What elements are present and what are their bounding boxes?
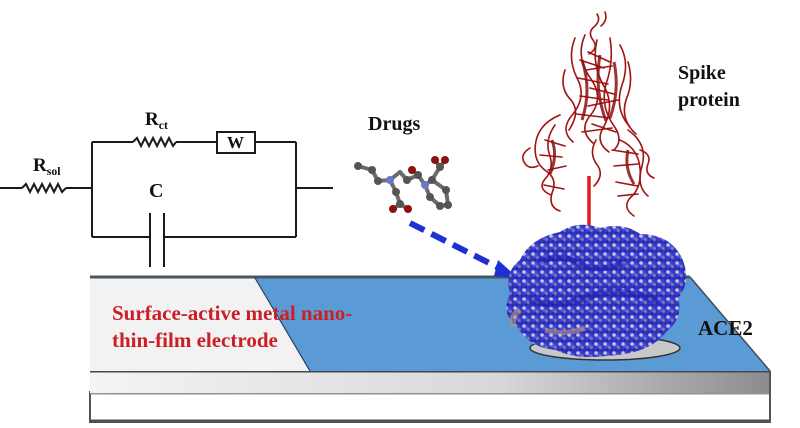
- r-ct-subscript: ct: [158, 119, 168, 133]
- drug-molecule: [354, 156, 452, 213]
- electrode-edge: [90, 371, 770, 393]
- spike-protein-core: [548, 54, 636, 185]
- r-ct-label: Rct: [145, 109, 168, 133]
- electrode-label: Surface-active metal nano- thin-film ele…: [112, 301, 353, 353]
- r-sol-subscript: sol: [46, 165, 61, 179]
- electrode-uncoated-region: [90, 277, 310, 371]
- drugs-label: Drugs: [368, 113, 421, 135]
- r-sol-label: Rsol: [33, 155, 61, 179]
- resistor-r-sol: [21, 181, 67, 195]
- resistor-r-ct: [132, 135, 177, 149]
- spike-protein-label: Spike protein: [678, 62, 740, 111]
- electrode-base: [89, 391, 771, 423]
- drug-binding-arrow: [408, 220, 518, 278]
- warburg-label: W: [227, 133, 244, 152]
- ace2-label: ACE2: [698, 316, 753, 340]
- equivalent-circuit: [0, 131, 333, 267]
- capacitor-label: C: [149, 180, 164, 202]
- ace2-receptor: [506, 224, 687, 361]
